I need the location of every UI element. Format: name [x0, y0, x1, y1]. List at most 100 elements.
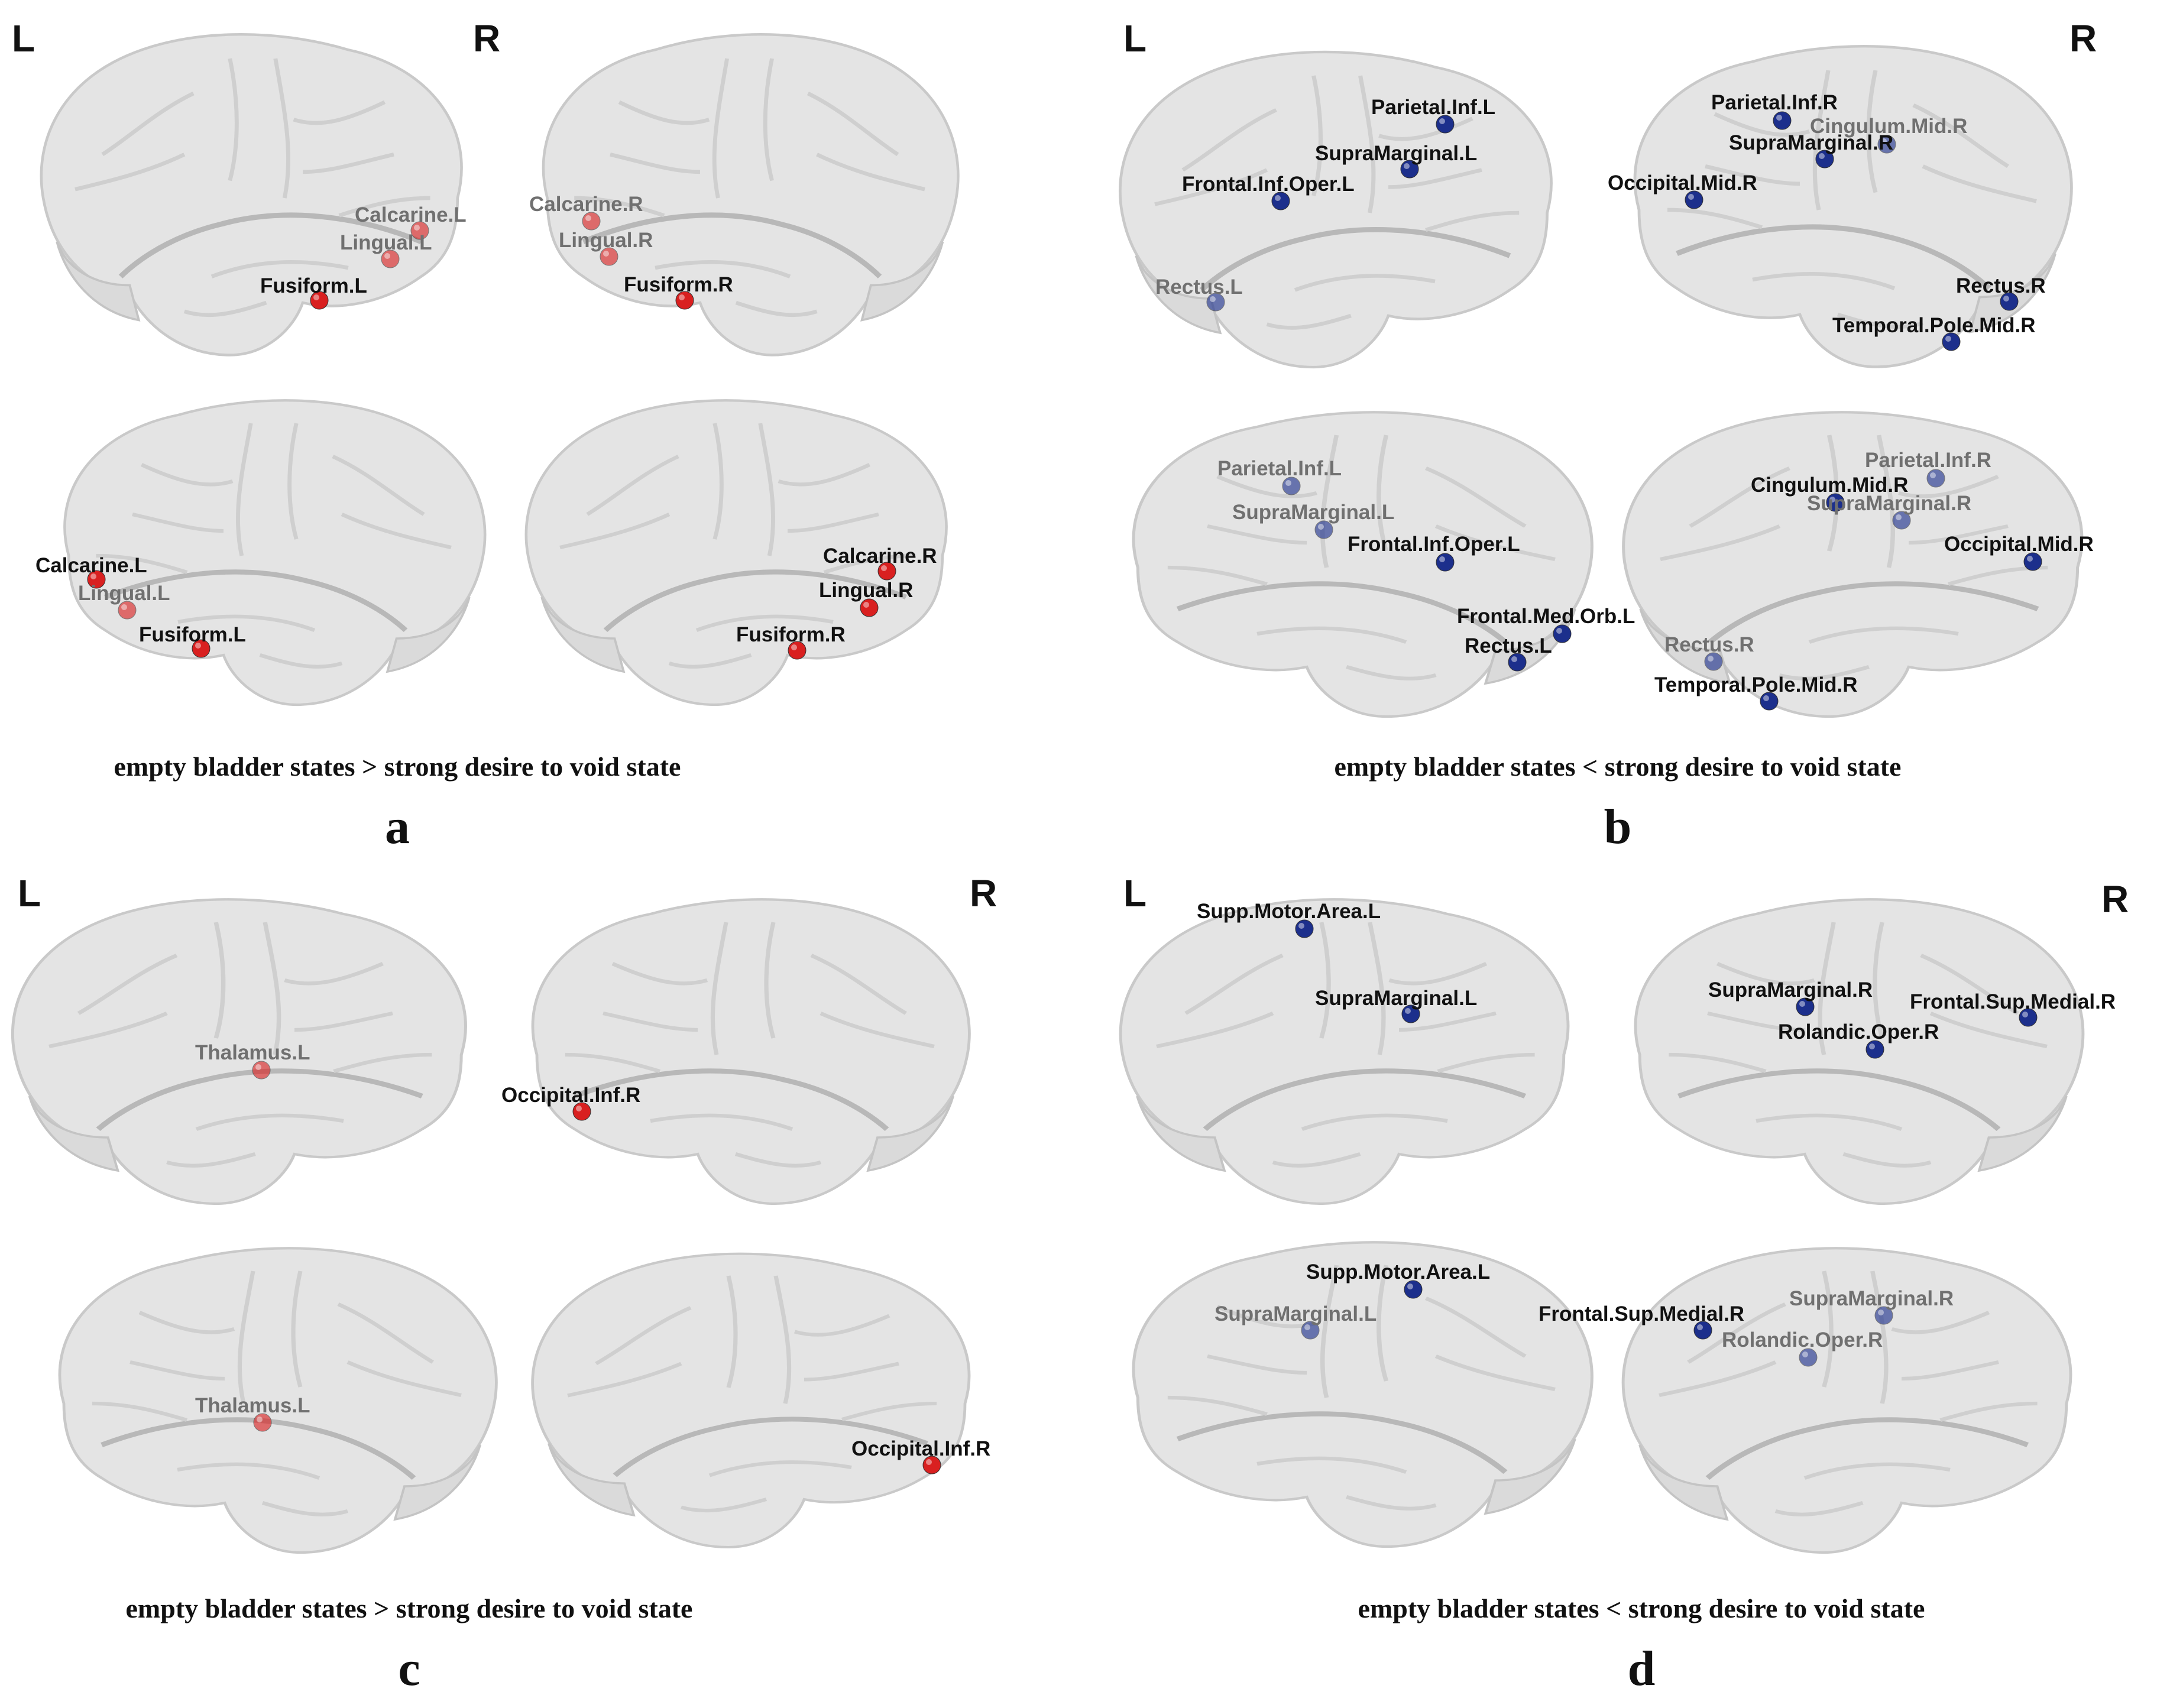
- sulcus: [1756, 1113, 1903, 1131]
- sulcus: [1779, 665, 1870, 680]
- node-highlight: [257, 1417, 263, 1422]
- sulcus: [287, 423, 299, 540]
- node-highlight: [863, 602, 869, 608]
- sulcus: [1424, 1297, 1527, 1358]
- right-hemisphere-medial-view: [524, 399, 948, 706]
- node-highlight: [926, 1459, 932, 1465]
- right-hemisphere-marker: R: [2069, 17, 2097, 60]
- region-label: Lingual.R: [819, 579, 913, 602]
- region-node: [192, 639, 210, 658]
- region-node: [1760, 692, 1779, 711]
- right-hemisphere-lateral-view: [531, 898, 971, 1205]
- left-hemisphere-marker: L: [18, 872, 41, 915]
- region-label: Temporal.Pole.Mid.R: [1654, 673, 1858, 696]
- sylvian-fissure: [1203, 1068, 1527, 1131]
- node-highlight: [255, 1064, 261, 1070]
- left-hemisphere-medial-view: [63, 399, 487, 706]
- sulcus: [1812, 70, 1831, 210]
- left-hemisphere-medial-view: [1132, 1241, 1594, 1548]
- sylvian-fissure: [574, 1068, 889, 1131]
- region-node: [1799, 1348, 1818, 1367]
- panel-letter: a: [385, 799, 410, 854]
- panel-caption: empty bladder states > strong desire to …: [125, 1593, 693, 1623]
- sulcus: [273, 58, 291, 199]
- sulcus: [1808, 626, 1959, 644]
- sulcus: [346, 1360, 462, 1398]
- right-hemisphere-marker: R: [970, 872, 997, 915]
- region-node: [1206, 293, 1225, 312]
- node-highlight: [1511, 656, 1517, 662]
- node-highlight: [1776, 115, 1782, 121]
- sulcus: [734, 1152, 822, 1168]
- sulcus: [259, 653, 343, 669]
- sylvian-fissure: [613, 1417, 928, 1477]
- sulcus: [655, 260, 791, 278]
- sulcus: [1311, 75, 1323, 196]
- sulcus: [586, 455, 679, 516]
- region-node: [118, 601, 137, 620]
- node-highlight: [414, 225, 420, 231]
- node-highlight: [881, 565, 887, 571]
- node-highlight: [121, 604, 127, 610]
- sylvian-fissure: [1176, 1411, 1508, 1474]
- sylvian-fissure: [118, 212, 423, 278]
- node-highlight: [1945, 336, 1951, 342]
- right-hemisphere-lateral-view: [542, 33, 960, 356]
- region-node: [2019, 1008, 2038, 1027]
- node-highlight: [679, 294, 685, 300]
- sulcus: [1377, 1265, 1389, 1382]
- node-highlight: [1763, 695, 1769, 701]
- sulcus: [338, 196, 430, 218]
- region-label: Supp.Motor.Area.L: [1197, 900, 1381, 923]
- region-node: [1704, 652, 1723, 671]
- region-label: Lingual.L: [78, 582, 170, 605]
- sulcus: [228, 58, 239, 182]
- sulcus: [263, 922, 281, 1055]
- sulcus: [332, 455, 425, 516]
- region-label: SupraMarginal.L: [1315, 142, 1477, 165]
- sulcus: [284, 962, 384, 986]
- sulcus: [1377, 435, 1389, 552]
- sulcus: [1388, 962, 1488, 986]
- cerebellum: [1638, 1444, 1729, 1521]
- cerebellum: [866, 1096, 954, 1172]
- sulcus: [294, 1011, 393, 1032]
- region-node: [1404, 1280, 1423, 1299]
- sulcus: [773, 1275, 792, 1404]
- node-highlight: [1275, 195, 1281, 201]
- cerebellum: [540, 597, 626, 673]
- sulcus: [1167, 565, 1268, 586]
- region-label: Cingulum.Mid.R: [1810, 115, 1967, 138]
- region-node: [877, 562, 896, 581]
- sulcus: [1319, 922, 1331, 1039]
- sulcus: [559, 513, 671, 550]
- sulcus: [1437, 1052, 1535, 1073]
- sulcus: [1898, 475, 1999, 498]
- sulcus: [1667, 208, 1763, 229]
- node-highlight: [791, 644, 797, 650]
- region-label: SupraMarginal.L: [1232, 501, 1394, 524]
- region-label: Temporal.Pole.Mid.R: [1832, 314, 2036, 337]
- sylvian-fissure: [1705, 1417, 2029, 1480]
- sulcus: [710, 922, 728, 1055]
- region-label: Lingual.L: [340, 231, 432, 254]
- sulcus: [1714, 112, 1811, 137]
- sulcus: [96, 553, 188, 574]
- cerebellum: [56, 241, 141, 322]
- sulcus: [1434, 1354, 1556, 1392]
- sulcus: [695, 614, 834, 632]
- region-node: [572, 1102, 591, 1121]
- region-label: SupraMarginal.R: [1729, 131, 1893, 154]
- sulcus: [261, 1501, 349, 1516]
- node-highlight: [1829, 497, 1835, 503]
- sulcus: [567, 1362, 682, 1398]
- region-label: Occipital.Inf.R: [851, 1437, 990, 1460]
- sulcus: [1707, 1011, 1805, 1032]
- sulcus: [1207, 1354, 1307, 1375]
- node-highlight: [1298, 923, 1304, 929]
- right-hemisphere-marker: R: [473, 17, 501, 60]
- sulcus: [574, 196, 665, 218]
- sulcus: [778, 463, 871, 487]
- sulcus: [293, 100, 386, 125]
- region-label: Rectus.R: [1664, 633, 1754, 656]
